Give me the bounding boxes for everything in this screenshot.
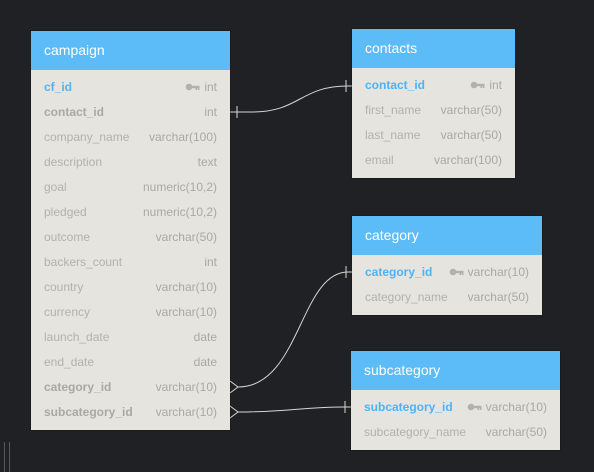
table-body-category: category_id varchar(10) category_name va…	[352, 255, 542, 315]
table-body-campaign: cf_id int contact_id int company_name va…	[31, 70, 230, 430]
column-type: varchar(100)	[148, 130, 217, 144]
column-row-description[interactable]: description text	[31, 150, 230, 175]
column-name: launch_date	[44, 330, 110, 344]
column-row-currency[interactable]: currency varchar(10)	[31, 300, 230, 325]
column-row-category-name[interactable]: category_name varchar(50)	[352, 285, 542, 310]
table-campaign[interactable]: campaign cf_id int contact_id int compan…	[31, 31, 230, 430]
column-name: cf_id	[44, 80, 73, 94]
column-row-launch-date[interactable]: launch_date date	[31, 325, 230, 350]
column-row-category-id[interactable]: category_id varchar(10)	[352, 260, 542, 285]
column-type: varchar(10)	[467, 395, 547, 420]
column-row-email[interactable]: email varchar(100)	[352, 148, 515, 173]
relationship-campaign-contacts	[230, 80, 352, 118]
table-subcategory[interactable]: subcategory subcategory_id varchar(10) s…	[351, 351, 560, 450]
table-category[interactable]: category category_id varchar(10) categor…	[352, 216, 542, 315]
relationship-campaign-category	[229, 266, 352, 394]
column-row-company-name[interactable]: company_name varchar(100)	[31, 125, 230, 150]
column-name: company_name	[44, 130, 130, 144]
column-type-label: varchar(10)	[485, 400, 547, 414]
table-header-contacts[interactable]: contacts	[352, 29, 515, 68]
column-type: date	[193, 330, 217, 344]
column-type: varchar(10)	[155, 405, 217, 419]
key-icon	[449, 268, 464, 276]
column-type: numeric(10,2)	[142, 180, 217, 194]
column-name: category_id	[365, 265, 433, 279]
column-name: subcategory_id	[364, 400, 453, 414]
column-type: date	[193, 355, 217, 369]
table-body-contacts: contact_id int first_name varchar(50) la…	[352, 68, 515, 178]
table-header-campaign[interactable]: campaign	[31, 31, 230, 70]
column-type: int	[204, 255, 217, 269]
column-name: first_name	[365, 103, 422, 117]
table-body-subcategory: subcategory_id varchar(10) subcategory_n…	[351, 390, 560, 450]
many-marker	[229, 380, 239, 394]
column-name: end_date	[44, 355, 95, 369]
column-row-outcome[interactable]: outcome varchar(50)	[31, 225, 230, 250]
column-type-label: varchar(10)	[467, 265, 529, 279]
column-type: text	[197, 155, 217, 169]
column-name: subcategory_id	[44, 405, 133, 419]
column-type: int	[204, 105, 217, 119]
column-type: varchar(50)	[440, 128, 502, 142]
column-type: int	[185, 75, 217, 100]
table-header-subcategory[interactable]: subcategory	[351, 351, 560, 390]
column-name: last_name	[365, 128, 421, 142]
column-row-last-name[interactable]: last_name varchar(50)	[352, 123, 515, 148]
column-name: backers_count	[44, 255, 123, 269]
column-row-pledged[interactable]: pledged numeric(10,2)	[31, 200, 230, 225]
key-icon	[467, 403, 482, 411]
column-type: varchar(50)	[155, 230, 217, 244]
column-type: varchar(50)	[467, 290, 529, 304]
resize-handle[interactable]	[4, 442, 10, 472]
column-row-end-date[interactable]: end_date date	[31, 350, 230, 375]
column-name: category_id	[44, 380, 112, 394]
column-type: varchar(50)	[485, 425, 547, 439]
connector-line	[237, 271, 352, 388]
column-name: currency	[44, 305, 91, 319]
column-row-subcategory-id[interactable]: subcategory_id varchar(10)	[351, 395, 560, 420]
column-name: email	[365, 153, 394, 167]
many-marker	[229, 405, 239, 419]
column-name: subcategory_name	[364, 425, 467, 439]
table-header-category[interactable]: category	[352, 216, 542, 255]
table-contacts[interactable]: contacts contact_id int first_name varch…	[352, 29, 515, 178]
column-row-country[interactable]: country varchar(10)	[31, 275, 230, 300]
key-icon	[186, 83, 200, 91]
column-type: varchar(10)	[155, 280, 217, 294]
column-name: category_name	[365, 290, 448, 304]
connector-line	[237, 406, 351, 413]
column-row-goal[interactable]: goal numeric(10,2)	[31, 175, 230, 200]
connector-line	[230, 85, 352, 113]
relationship-campaign-subcategory	[229, 401, 351, 419]
column-name: goal	[44, 180, 67, 194]
column-row-contact-id[interactable]: contact_id int	[352, 73, 515, 98]
column-type: numeric(10,2)	[142, 205, 217, 219]
column-row-contact-id[interactable]: contact_id int	[31, 100, 230, 125]
column-row-cf-id[interactable]: cf_id int	[31, 75, 230, 100]
column-row-subcategory-id[interactable]: subcategory_id varchar(10)	[31, 400, 230, 425]
column-type: varchar(100)	[433, 153, 502, 167]
column-name: contact_id	[365, 78, 426, 92]
column-name: description	[44, 155, 103, 169]
column-type: varchar(10)	[449, 260, 529, 285]
column-name: outcome	[44, 230, 91, 244]
column-type: int	[470, 73, 502, 98]
column-name: contact_id	[44, 105, 105, 119]
column-type-label: int	[204, 80, 217, 94]
column-type-label: int	[489, 78, 502, 92]
column-row-category-id[interactable]: category_id varchar(10)	[31, 375, 230, 400]
column-row-backers-count[interactable]: backers_count int	[31, 250, 230, 275]
key-icon	[471, 81, 485, 89]
column-type: varchar(50)	[440, 103, 502, 117]
column-row-subcategory-name[interactable]: subcategory_name varchar(50)	[351, 420, 560, 445]
column-name: pledged	[44, 205, 87, 219]
column-type: varchar(10)	[155, 305, 217, 319]
column-row-first-name[interactable]: first_name varchar(50)	[352, 98, 515, 123]
column-type: varchar(10)	[155, 380, 217, 394]
column-name: country	[44, 280, 84, 294]
